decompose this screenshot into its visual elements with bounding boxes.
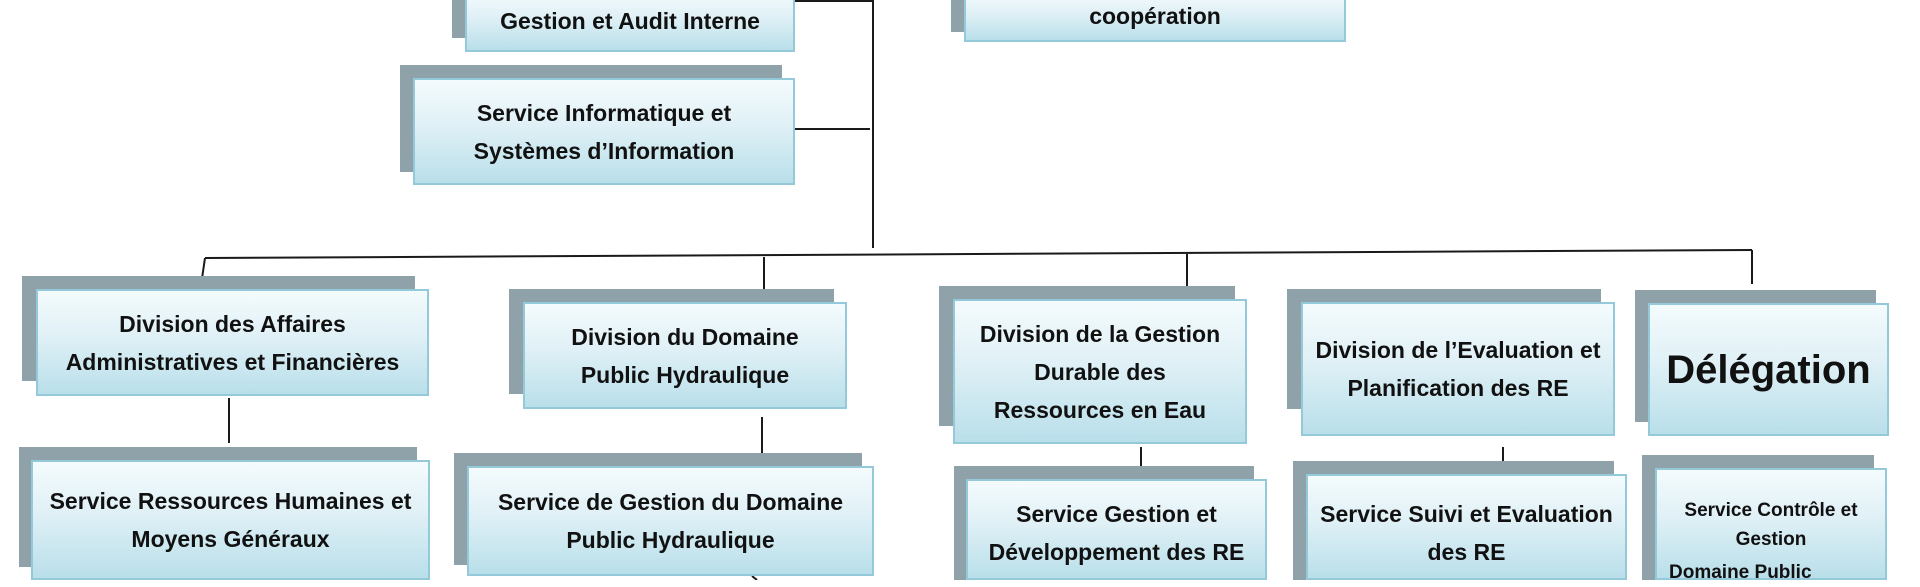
box-service-ressources-humaines: Service Ressources Humaines et Moyens Gé… [31, 460, 430, 580]
box-service-informatique: Service Informatique et Systèmes d’Infor… [413, 78, 795, 185]
box-division-domaine-public: Division du Domaine Public Hydraulique [523, 302, 847, 409]
service-controle-label: Service Contrôle et Gestion [1684, 500, 1858, 550]
box-division-affaires-administratives: Division des Affaires Administratives et… [36, 289, 429, 396]
box-service-gestion-domaine-public: Service de Gestion du Domaine Public Hyd… [467, 466, 874, 576]
box-service-gestion-developpement: Service Gestion et Développement des RE [966, 479, 1267, 580]
box-service-controle-gestion: Service Contrôle et Gestion Domaine Publ… [1655, 468, 1887, 583]
box-gestion-audit-interne: Gestion et Audit Interne [465, 0, 795, 52]
box-cooperation: coopération [964, 0, 1346, 42]
link-domaine-below [751, 575, 758, 580]
service-controle-label-cont: Domaine Public [1669, 562, 1812, 583]
horizontal-bus [204, 249, 1753, 259]
box-division-gestion-durable: Division de la Gestion Durable des Resso… [953, 299, 1247, 444]
box-division-evaluation-planification: Division de l’Evaluation et Planificatio… [1301, 302, 1615, 436]
box-service-suivi-evaluation: Service Suivi et Evaluation des RE [1306, 474, 1627, 580]
box-delegation: Délégation [1648, 303, 1889, 436]
